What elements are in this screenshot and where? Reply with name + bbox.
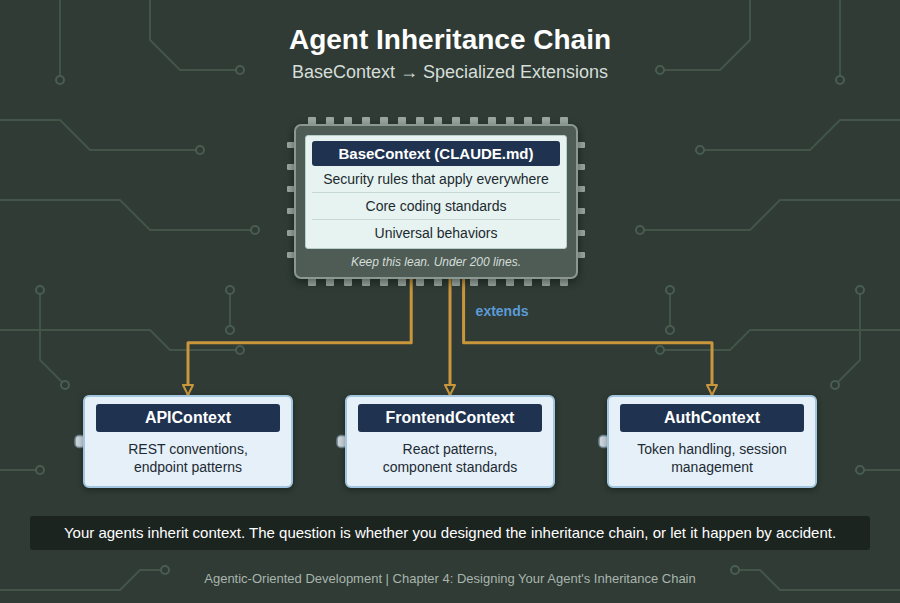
box-heading: APIContext — [96, 404, 280, 432]
subtitle: BaseContext → Specialized Extensions — [0, 62, 900, 83]
chip-pin — [506, 278, 514, 286]
chip-pin — [380, 278, 388, 286]
chip-pin — [308, 278, 316, 286]
box-body: Core coding standards — [312, 192, 560, 219]
chip-pin — [452, 278, 460, 286]
inheritance-arrow — [449, 279, 452, 395]
chip-pin — [524, 278, 532, 286]
chip-pin — [398, 278, 406, 286]
chip-pin — [470, 278, 478, 286]
chip-pin — [577, 186, 585, 192]
chip-pin — [326, 278, 334, 286]
chip-pin — [560, 278, 568, 286]
chip-pin — [577, 164, 585, 170]
box-body: React patterns, component standards — [370, 440, 530, 476]
box-body: Token handling, session management — [632, 440, 792, 476]
chip-pin — [362, 278, 370, 286]
chip-pin — [434, 278, 442, 286]
box-heading: BaseContext (CLAUDE.md) — [312, 141, 560, 166]
context-box: AuthContextToken handling, session manag… — [607, 395, 817, 488]
context-box: FrontendContextReact patterns, component… — [345, 395, 555, 488]
box-body: Security rules that apply everywhere — [312, 166, 560, 192]
chip-pin — [577, 142, 585, 148]
footer-caption: Agentic-Oriented Development | Chapter 4… — [0, 571, 900, 586]
box-heading: AuthContext — [620, 404, 804, 432]
diagram-title: Agent Inheritance Chain — [0, 24, 900, 56]
chip-pin — [577, 252, 585, 258]
chip-package: BaseContext (CLAUDE.md)Security rules th… — [294, 124, 578, 279]
quote-banner: Your agents inherit context. The questio… — [30, 516, 870, 550]
base-context-box: BaseContext (CLAUDE.md)Security rules th… — [305, 135, 567, 249]
chip-pin — [542, 278, 550, 286]
chip-pin — [344, 278, 352, 286]
inheritance-arrow — [188, 279, 411, 395]
inheritance-arrow — [464, 279, 712, 395]
context-box: APIContextREST conventions, endpoint pat… — [83, 395, 293, 488]
banner-text: Your agents inherit context. The questio… — [42, 524, 858, 542]
chip-pin — [488, 278, 496, 286]
box-body: Universal behaviors — [312, 219, 560, 246]
edge-label: extends — [474, 303, 531, 319]
box-body: REST conventions, endpoint patterns — [108, 440, 268, 476]
chip-pin — [416, 278, 424, 286]
chip-pin — [577, 230, 585, 236]
chip-note: Keep this lean. Under 200 lines. — [305, 249, 567, 273]
chip-pin — [577, 208, 585, 214]
box-heading: FrontendContext — [358, 404, 542, 432]
